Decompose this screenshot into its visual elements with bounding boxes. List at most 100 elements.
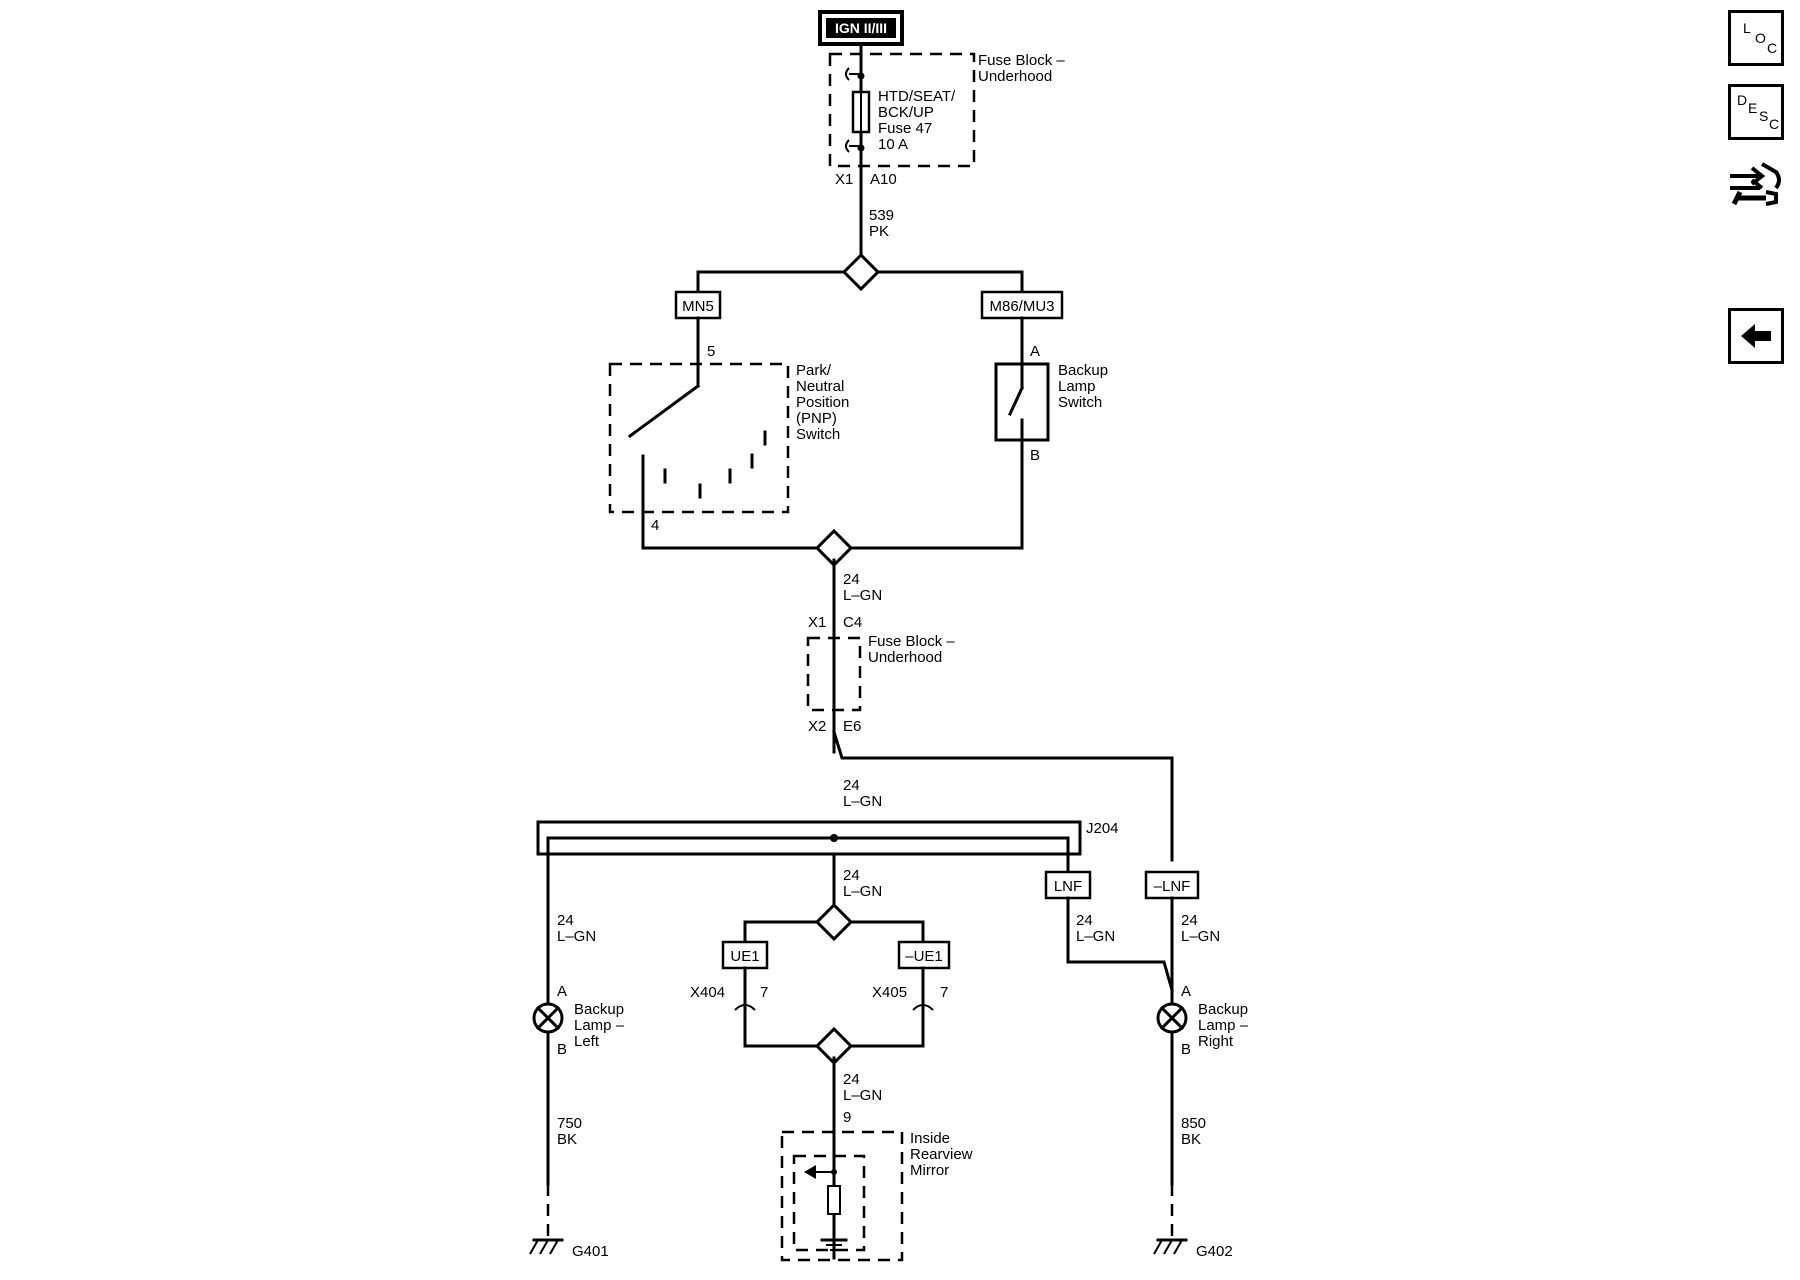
svg-text:M86/MU3: M86/MU3 [989,298,1054,315]
svg-text:L–GN: L–GN [557,928,596,945]
svg-text:5: 5 [707,343,715,360]
svg-text:BK: BK [1181,1131,1201,1148]
svg-text:Rearview: Rearview [910,1146,973,1163]
svg-text:Mirror: Mirror [910,1162,949,1179]
svg-text:Fuse Block –: Fuse Block – [978,52,1065,69]
option-not-lnf: –LNF 24 L–GN [1144,870,1220,992]
splice-ue1 [814,902,854,942]
svg-text:24: 24 [843,777,860,794]
arrow-left-icon [804,1165,816,1179]
ground-g401-icon [529,1238,564,1255]
svg-text:B: B [1181,1041,1191,1058]
connector-x404: X404 7 [690,966,768,1048]
option-not-ue1: –UE1 [897,940,951,970]
svg-text:24: 24 [557,912,574,929]
svg-text:24: 24 [843,1071,860,1088]
pnp-switch: 5 4 Park/ Neutral Position (PNP) Switch [608,316,849,550]
svg-text:L–GN: L–GN [843,793,882,810]
svg-text:X405: X405 [872,984,907,1001]
svg-text:J204: J204 [1086,820,1119,837]
svg-text:A: A [1030,343,1040,360]
backup-lamp-right: A B Backup Lamp – Right 850 BK G402 [1153,983,1249,1260]
svg-text:4: 4 [651,517,659,534]
svg-text:L–GN: L–GN [843,587,882,604]
svg-text:Underhood: Underhood [868,649,942,666]
description-button[interactable]: D E S C [1728,84,1784,140]
back-button[interactable] [1728,308,1784,364]
svg-text:Switch: Switch [796,426,840,443]
svg-text:A: A [1181,983,1191,1000]
svg-text:X1: X1 [835,171,853,188]
back-arrow-icon [1741,324,1771,348]
svg-text:Lamp –: Lamp – [574,1017,625,1034]
svg-text:24: 24 [843,867,860,884]
option-mn5: MN5 [674,290,722,320]
svg-text:BK: BK [557,1131,577,1148]
wire-24-label: 24 [843,571,860,588]
splice-top [841,252,881,292]
svg-text:X1: X1 [808,614,826,631]
svg-text:Backup: Backup [1198,1001,1248,1018]
svg-text:Switch: Switch [1058,394,1102,411]
svg-text:Park/: Park/ [796,362,832,379]
svg-text:Backup: Backup [574,1001,624,1018]
svg-text:Position: Position [796,394,849,411]
svg-text:LNF: LNF [1054,878,1082,895]
fuse-block-underhood-top: Fuse Block – Underhood HTD/SEAT/ BCK/UP … [828,42,1065,274]
svg-text:B: B [557,1041,567,1058]
connector-x405: X405 7 [872,966,948,1048]
svg-text:B: B [1030,447,1040,464]
svg-text:850: 850 [1181,1115,1206,1132]
svg-text:–LNF: –LNF [1154,878,1191,895]
svg-text:X2: X2 [808,718,826,735]
svg-text:L–GN: L–GN [843,883,882,900]
junction-j204: J204 [536,820,1119,856]
svg-text:Left: Left [574,1033,600,1050]
option-lnf: LNF 24 L–GN [1044,836,1174,992]
svg-text:Fuse 47: Fuse 47 [878,120,932,137]
svg-text:Lamp –: Lamp – [1198,1017,1249,1034]
svg-text:L–GN: L–GN [843,1087,882,1104]
svg-text:7: 7 [760,984,768,1001]
svg-text:G401: G401 [572,1243,609,1260]
svg-text:7: 7 [940,984,948,1001]
wire-539-color: PK [869,223,889,240]
svg-text:L–GN: L–GN [1076,928,1115,945]
svg-text:E6: E6 [843,718,861,735]
wrench-tools-icon[interactable] [1726,156,1788,218]
svg-text:24: 24 [1181,912,1198,929]
location-button[interactable]: L O C [1728,10,1784,66]
backup-lamp-left: 24 L–GN A B Backup Lamp – Left 750 BK G4… [529,836,625,1260]
fuse-block-underhood-mid: X1 C4 Fuse Block – Underhood X2 E6 [806,614,955,735]
backup-lamp-switch: A B Backup Lamp Switch [994,316,1108,550]
svg-text:X404: X404 [690,984,725,1001]
svg-text:MN5: MN5 [682,298,714,315]
svg-text:HTD/SEAT/: HTD/SEAT/ [878,88,956,105]
svg-text:24: 24 [1076,912,1093,929]
svg-text:BCK/UP: BCK/UP [878,104,934,121]
svg-text:Backup: Backup [1058,362,1108,379]
svg-text:Inside: Inside [910,1130,950,1147]
svg-text:A: A [557,983,567,1000]
splice-mid [814,528,854,568]
svg-text:–UE1: –UE1 [905,948,943,965]
svg-text:Neutral: Neutral [796,378,844,395]
svg-text:G402: G402 [1196,1243,1233,1260]
svg-text:C4: C4 [843,614,862,631]
svg-text:IGN II/III: IGN II/III [835,20,887,36]
svg-text:10 A: 10 A [878,136,908,153]
option-ue1: UE1 [721,940,769,970]
svg-text:750: 750 [557,1115,582,1132]
inside-rearview-mirror: 24 L–GN 9 Inside Rearview Mirror [780,1056,973,1262]
resistor-icon [827,1185,841,1215]
svg-text:Fuse Block –: Fuse Block – [868,633,955,650]
svg-text:Right: Right [1198,1033,1234,1050]
option-m86-mu3: M86/MU3 [980,290,1064,320]
svg-text:Lamp: Lamp [1058,378,1096,395]
svg-text:A10: A10 [870,171,897,188]
svg-text:Underhood: Underhood [978,68,1052,85]
svg-text:L–GN: L–GN [1181,928,1220,945]
ground-g402-icon [1153,1238,1188,1255]
svg-text:UE1: UE1 [730,948,759,965]
